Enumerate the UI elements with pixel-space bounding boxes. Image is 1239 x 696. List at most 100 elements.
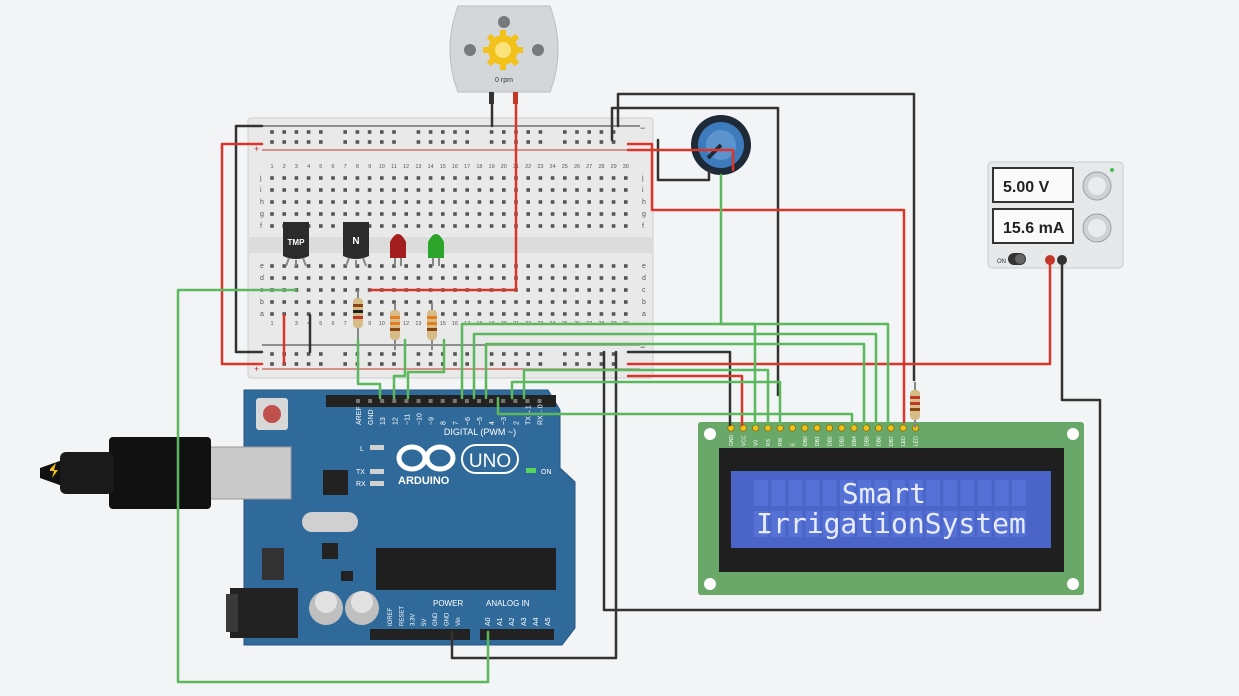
rail-hole[interactable] [502, 130, 506, 134]
potentiometer[interactable] [691, 115, 751, 175]
breadboard-hole[interactable] [319, 276, 323, 280]
breadboard-hole[interactable] [563, 224, 567, 228]
power-switch[interactable] [1008, 253, 1026, 265]
breadboard-hole[interactable] [538, 264, 543, 268]
breadboard-hole[interactable] [599, 224, 604, 228]
power-jack[interactable] [226, 588, 298, 638]
lcd-pin[interactable] [801, 424, 809, 432]
lcd-pin[interactable] [813, 424, 821, 432]
breadboard-hole[interactable] [538, 188, 543, 192]
breadboard-hole[interactable] [575, 188, 579, 192]
breadboard-hole[interactable] [526, 264, 530, 268]
breadboard-hole[interactable] [306, 212, 311, 216]
breadboard-hole[interactable] [453, 212, 457, 216]
breadboard-hole[interactable] [563, 176, 567, 180]
usb-port[interactable] [40, 437, 292, 509]
breadboard-hole[interactable] [587, 212, 591, 216]
breadboard-hole[interactable] [367, 276, 372, 280]
resistor-3[interactable] [427, 303, 437, 350]
breadboard-hole[interactable] [575, 264, 579, 268]
breadboard-hole[interactable] [367, 264, 372, 268]
breadboard-hole[interactable] [380, 212, 384, 216]
rail-hole[interactable] [526, 140, 530, 144]
breadboard-hole[interactable] [587, 276, 591, 280]
breadboard-hole[interactable] [367, 212, 372, 216]
breadboard-hole[interactable] [526, 312, 530, 316]
lcd-pin[interactable] [788, 424, 797, 432]
breadboard-hole[interactable] [477, 300, 482, 304]
rail-hole[interactable] [441, 140, 445, 144]
lcd-pin[interactable] [838, 424, 846, 432]
breadboard-hole[interactable] [599, 300, 604, 304]
rail-hole[interactable] [441, 130, 445, 134]
breadboard-hole[interactable] [611, 276, 616, 280]
breadboard-hole[interactable] [477, 264, 482, 268]
breadboard-hole[interactable] [416, 264, 421, 268]
breadboard-hole[interactable] [453, 188, 457, 192]
breadboard-hole[interactable] [538, 224, 543, 228]
breadboard-hole[interactable] [319, 312, 323, 316]
breadboard-hole[interactable] [355, 264, 360, 268]
rail-hole[interactable] [319, 130, 323, 134]
breadboard-hole[interactable] [343, 176, 347, 180]
breadboard-hole[interactable] [343, 288, 347, 292]
breadboard-hole[interactable] [611, 264, 616, 268]
rail-hole[interactable] [611, 362, 616, 366]
rail-hole[interactable] [428, 352, 433, 356]
rail-hole[interactable] [380, 140, 384, 144]
rail-hole[interactable] [575, 362, 579, 366]
breadboard-hole[interactable] [355, 276, 360, 280]
rail-hole[interactable] [343, 352, 347, 356]
breadboard-hole[interactable] [563, 188, 567, 192]
breadboard-hole[interactable] [428, 224, 433, 228]
rail-hole[interactable] [282, 130, 286, 134]
breadboard-hole[interactable] [502, 312, 506, 316]
breadboard-hole[interactable] [465, 188, 469, 192]
breadboard-hole[interactable] [575, 224, 579, 228]
rail-hole[interactable] [599, 352, 604, 356]
breadboard-hole[interactable] [611, 312, 616, 316]
breadboard-hole[interactable] [270, 300, 274, 304]
breadboard-hole[interactable] [319, 188, 323, 192]
breadboard-hole[interactable] [599, 312, 604, 316]
breadboard-hole[interactable] [599, 176, 604, 180]
breadboard-hole[interactable] [550, 212, 555, 216]
breadboard-hole[interactable] [441, 264, 445, 268]
breadboard-hole[interactable] [575, 288, 579, 292]
breadboard-hole[interactable] [343, 212, 347, 216]
breadboard-hole[interactable] [331, 312, 335, 316]
breadboard-hole[interactable] [453, 300, 457, 304]
breadboard-hole[interactable] [465, 264, 469, 268]
rail-hole[interactable] [294, 140, 299, 144]
breadboard-hole[interactable] [465, 212, 469, 216]
rail-hole[interactable] [563, 140, 567, 144]
breadboard-hole[interactable] [624, 224, 628, 228]
breadboard-hole[interactable] [599, 212, 604, 216]
rail-hole[interactable] [599, 130, 604, 134]
breadboard-hole[interactable] [624, 188, 628, 192]
power-header[interactable] [370, 629, 470, 640]
rail-hole[interactable] [319, 140, 323, 144]
breadboard-hole[interactable] [404, 276, 408, 280]
breadboard-hole[interactable] [331, 300, 335, 304]
breadboard-hole[interactable] [526, 288, 530, 292]
lcd-pin[interactable] [887, 424, 895, 432]
breadboard-hole[interactable] [428, 176, 433, 180]
rail-hole[interactable] [319, 352, 323, 356]
breadboard-hole[interactable] [563, 200, 567, 204]
breadboard-hole[interactable] [331, 224, 335, 228]
rail-hole[interactable] [526, 362, 530, 366]
breadboard-hole[interactable] [380, 264, 384, 268]
rail-hole[interactable] [453, 130, 457, 134]
breadboard-hole[interactable] [599, 264, 604, 268]
breadboard-hole[interactable] [563, 312, 567, 316]
rail-hole[interactable] [599, 362, 604, 366]
red-led[interactable] [390, 234, 406, 266]
breadboard-hole[interactable] [489, 188, 494, 192]
breadboard-hole[interactable] [343, 264, 347, 268]
breadboard-hole[interactable] [477, 176, 482, 180]
breadboard-hole[interactable] [428, 212, 433, 216]
rail-hole[interactable] [538, 362, 543, 366]
breadboard-hole[interactable] [538, 300, 543, 304]
breadboard-hole[interactable] [294, 188, 299, 192]
